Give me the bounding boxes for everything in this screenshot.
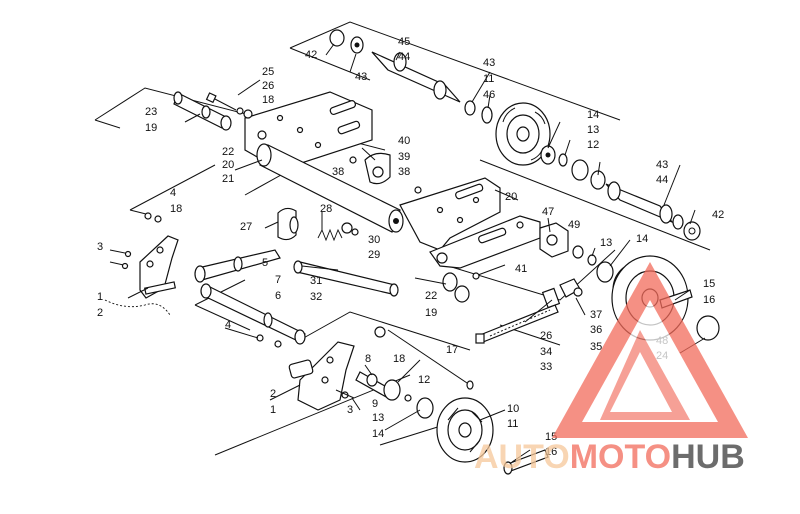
callout-label: 49 xyxy=(568,219,580,231)
callout-label: 18 xyxy=(393,353,405,365)
callout-label: 19 xyxy=(425,307,437,319)
leader-lines xyxy=(127,43,706,463)
callout-labels: 42 45 44 43 43 11 46 25 26 18 23 19 40 3… xyxy=(97,36,724,458)
callout-label: 18 xyxy=(262,94,274,106)
callout-label: 25 xyxy=(262,66,274,78)
callout-label: 10 xyxy=(507,403,519,415)
callout-label: 39 xyxy=(398,151,410,163)
callout-label: 2 xyxy=(270,388,276,400)
callout-label: 30 xyxy=(368,234,380,246)
watermark-moto: MOTO xyxy=(570,438,671,476)
callout-label: 28 xyxy=(320,203,332,215)
callout-label: 16 xyxy=(703,294,715,306)
callout-label: 4 xyxy=(170,187,176,199)
watermark-auto: AUTO xyxy=(474,438,570,476)
callout-label: 14 xyxy=(372,428,384,440)
callout-label: 43 xyxy=(656,159,668,171)
lower-side-plate xyxy=(288,326,474,419)
callout-label: 22 xyxy=(425,290,437,302)
callout-label: 1 xyxy=(270,404,276,416)
upper-idler-assembly xyxy=(329,29,551,166)
watermark-hub: HUB xyxy=(671,438,745,476)
callout-label: 34 xyxy=(540,346,552,358)
callout-label: 43 xyxy=(355,71,367,83)
callout-label: 37 xyxy=(590,309,602,321)
callout-label: 29 xyxy=(368,249,380,261)
callout-label: 12 xyxy=(418,374,430,386)
callout-label: 46 xyxy=(483,89,495,101)
callout-label: 41 xyxy=(515,263,527,275)
callout-label: 38 xyxy=(332,166,344,178)
callout-label: 18 xyxy=(170,203,182,215)
callout-label: 8 xyxy=(365,353,371,365)
callout-label: 15 xyxy=(703,278,715,290)
callout-label: 13 xyxy=(600,237,612,249)
callout-label: 13 xyxy=(587,124,599,136)
automotohub-watermark: AUTOMOTOHUB xyxy=(474,262,748,476)
callout-label: 26 xyxy=(540,330,552,342)
callout-label: 17 xyxy=(446,344,458,356)
callout-label: 19 xyxy=(145,122,157,134)
callout-label: 15 xyxy=(545,431,557,443)
spring-bumper xyxy=(277,207,359,242)
callout-label: 45 xyxy=(398,36,410,48)
callout-label: 7 xyxy=(275,274,281,286)
watermark-triangle-icon xyxy=(552,262,748,438)
long-bolt-set xyxy=(475,278,583,344)
callout-label: 12 xyxy=(587,139,599,151)
left-side-plate xyxy=(104,212,179,316)
callout-label: 33 xyxy=(540,361,552,373)
callout-label: 1 xyxy=(97,291,103,303)
callout-label: 4 xyxy=(225,319,231,331)
callout-label: 42 xyxy=(712,209,724,221)
callout-label: 38 xyxy=(398,166,410,178)
lower-shafts xyxy=(194,249,399,348)
callout-label: 36 xyxy=(590,324,602,336)
callout-label: 11 xyxy=(483,73,494,85)
callout-label: 43 xyxy=(483,57,495,69)
callout-label: 9 xyxy=(372,398,378,410)
callout-label: 6 xyxy=(275,290,281,302)
right-idler-shaft xyxy=(540,145,701,241)
callout-label: 5 xyxy=(262,257,268,269)
callout-label: 47 xyxy=(542,206,554,218)
right-pivot-arm xyxy=(399,177,541,269)
callout-label: 44 xyxy=(398,51,410,63)
callout-label: 3 xyxy=(347,404,353,416)
svg-text:AUTOMOTOHUB: AUTOMOTOHUB xyxy=(474,438,745,476)
callout-label: 16 xyxy=(545,446,557,458)
callout-label: 13 xyxy=(372,412,384,424)
callout-label: 44 xyxy=(656,174,668,186)
callout-label: 22 xyxy=(222,146,234,158)
callout-label: 27 xyxy=(240,221,252,233)
callout-label: 11 xyxy=(507,418,518,430)
callout-label: 35 xyxy=(590,341,602,353)
callout-label: 21 xyxy=(222,173,234,185)
bolts-mid xyxy=(442,264,506,303)
callout-label: 32 xyxy=(310,291,322,303)
callout-label: 3 xyxy=(97,241,103,253)
callout-label: 40 xyxy=(398,135,410,147)
front-idler-wheel xyxy=(436,397,549,475)
callout-label: 14 xyxy=(636,233,648,245)
callout-label: 26 xyxy=(262,80,274,92)
callout-label: 14 xyxy=(587,109,599,121)
callout-label: 23 xyxy=(145,106,157,118)
callout-label: 2 xyxy=(97,307,103,319)
rear-bracket xyxy=(349,152,422,194)
callout-label: 42 xyxy=(305,49,317,61)
callout-label: 20 xyxy=(222,159,234,171)
callout-label: 20 xyxy=(505,191,517,203)
callout-label: 31 xyxy=(310,275,322,287)
